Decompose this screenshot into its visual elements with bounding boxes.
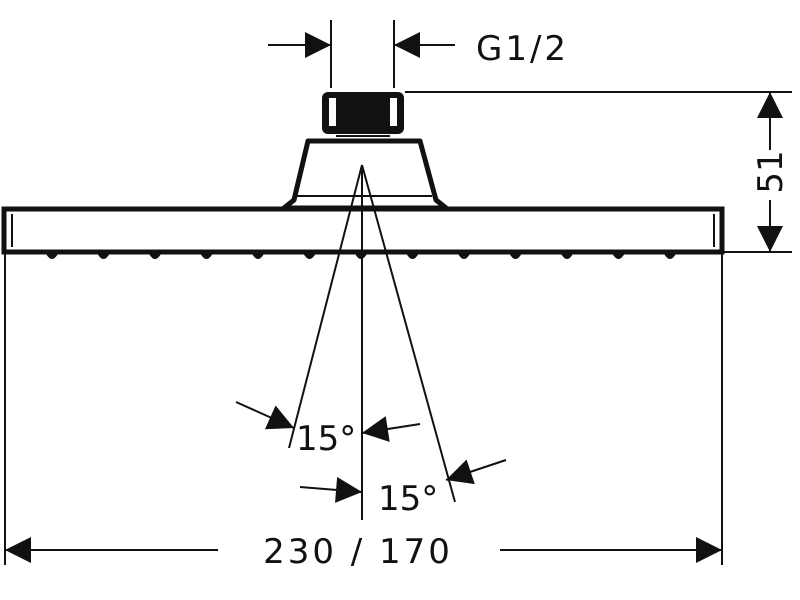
nozzle: [251, 252, 265, 259]
thread-label: G1/2: [476, 29, 569, 69]
nozzle: [405, 252, 420, 259]
thread-dimension: [268, 20, 455, 88]
nozzle: [199, 252, 214, 259]
nozzle: [96, 252, 111, 259]
spray-angle-lines: [235, 164, 507, 520]
nozzle: [611, 252, 626, 259]
width-dimension: [4, 252, 723, 565]
nozzle: [508, 252, 523, 259]
nozzle: [560, 252, 574, 259]
nozzle: [45, 252, 59, 259]
nozzle: [457, 252, 471, 259]
nozzle: [302, 252, 317, 259]
angle-left-label: 15°: [296, 419, 356, 459]
angle-right-label: 15°: [378, 479, 438, 519]
height-label: 51: [751, 150, 791, 193]
connector-nut: [322, 92, 404, 141]
width-label: 230 / 170: [263, 532, 453, 572]
height-dimension: [405, 91, 792, 253]
nozzle: [148, 252, 162, 259]
nozzle: [663, 252, 677, 259]
